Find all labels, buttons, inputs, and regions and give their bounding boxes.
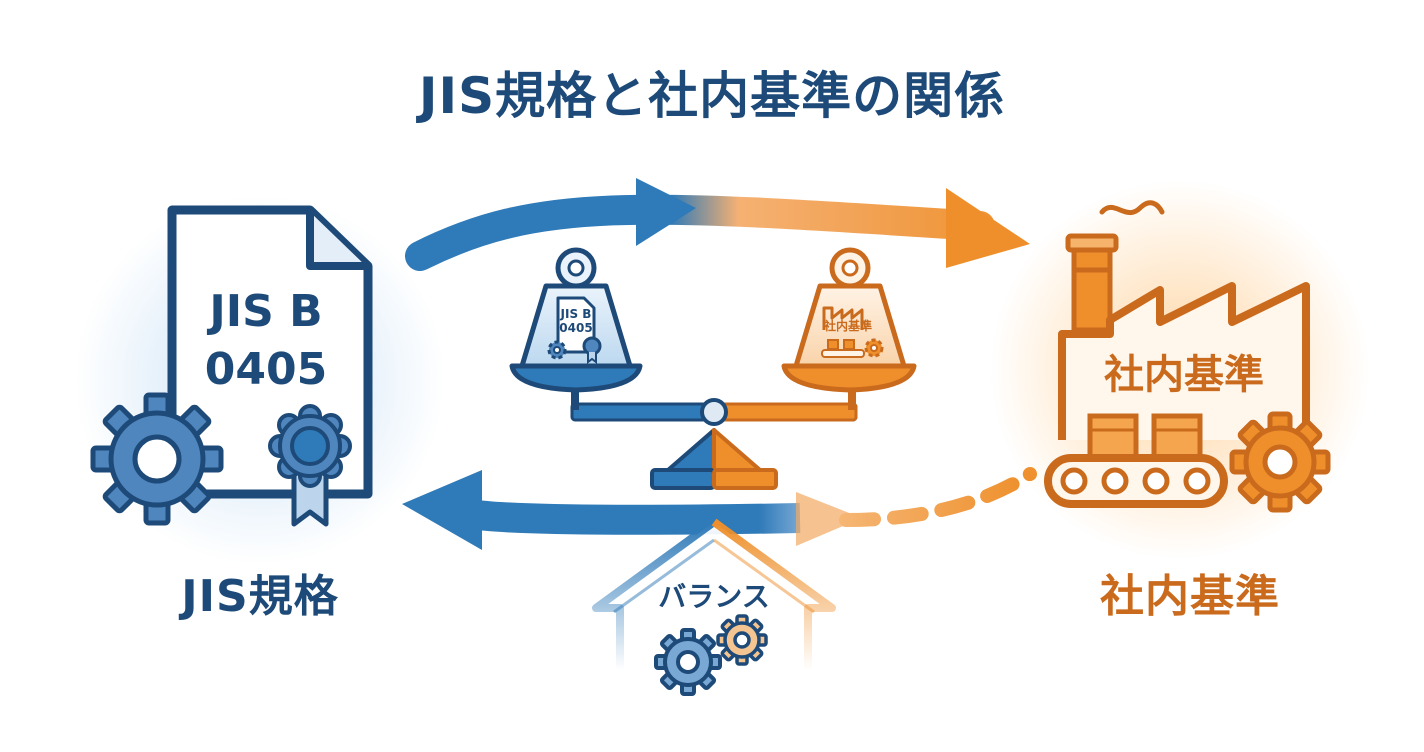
factory-gear-icon — [1229, 411, 1331, 513]
company-weight-icon: 社内基準 — [793, 247, 907, 369]
balance-gear-blue-icon — [654, 628, 722, 696]
bottom-flow-arrow — [402, 467, 1037, 550]
jis-weight-line2: 0405 — [559, 321, 592, 335]
jis-document-icon: JIS B 0405 — [75, 195, 445, 565]
company-weight-gear-icon — [864, 338, 884, 358]
jis-weight-line1: JIS B — [560, 307, 592, 321]
company-weight-text: 社内基準 — [823, 318, 872, 333]
balance-label: バランス — [658, 580, 769, 613]
jis-seal-ribbon-icon — [268, 404, 352, 527]
jis-weight-seal-icon — [582, 336, 602, 364]
balance-scale-icon — [509, 363, 917, 490]
jis-weight-gear-icon — [547, 340, 567, 360]
jis-document-line2: 0405 — [205, 344, 327, 395]
factory-icon: 社内基準 — [990, 180, 1370, 560]
company-label: 社内基準 — [1100, 571, 1280, 622]
jis-weight-icon: JIS B 0405 — [519, 247, 633, 369]
balance-gear-orange-icon — [716, 614, 768, 666]
top-flow-arrow — [405, 178, 1030, 271]
jis-document-line1: JIS B — [206, 286, 322, 337]
page-title: JIS規格と社内基準の関係 — [418, 67, 1006, 125]
factory-text: 社内基準 — [1104, 352, 1264, 398]
balance-house-icon — [592, 518, 836, 670]
jis-label: JIS規格 — [181, 571, 339, 622]
jis-gear-icon — [90, 392, 224, 526]
